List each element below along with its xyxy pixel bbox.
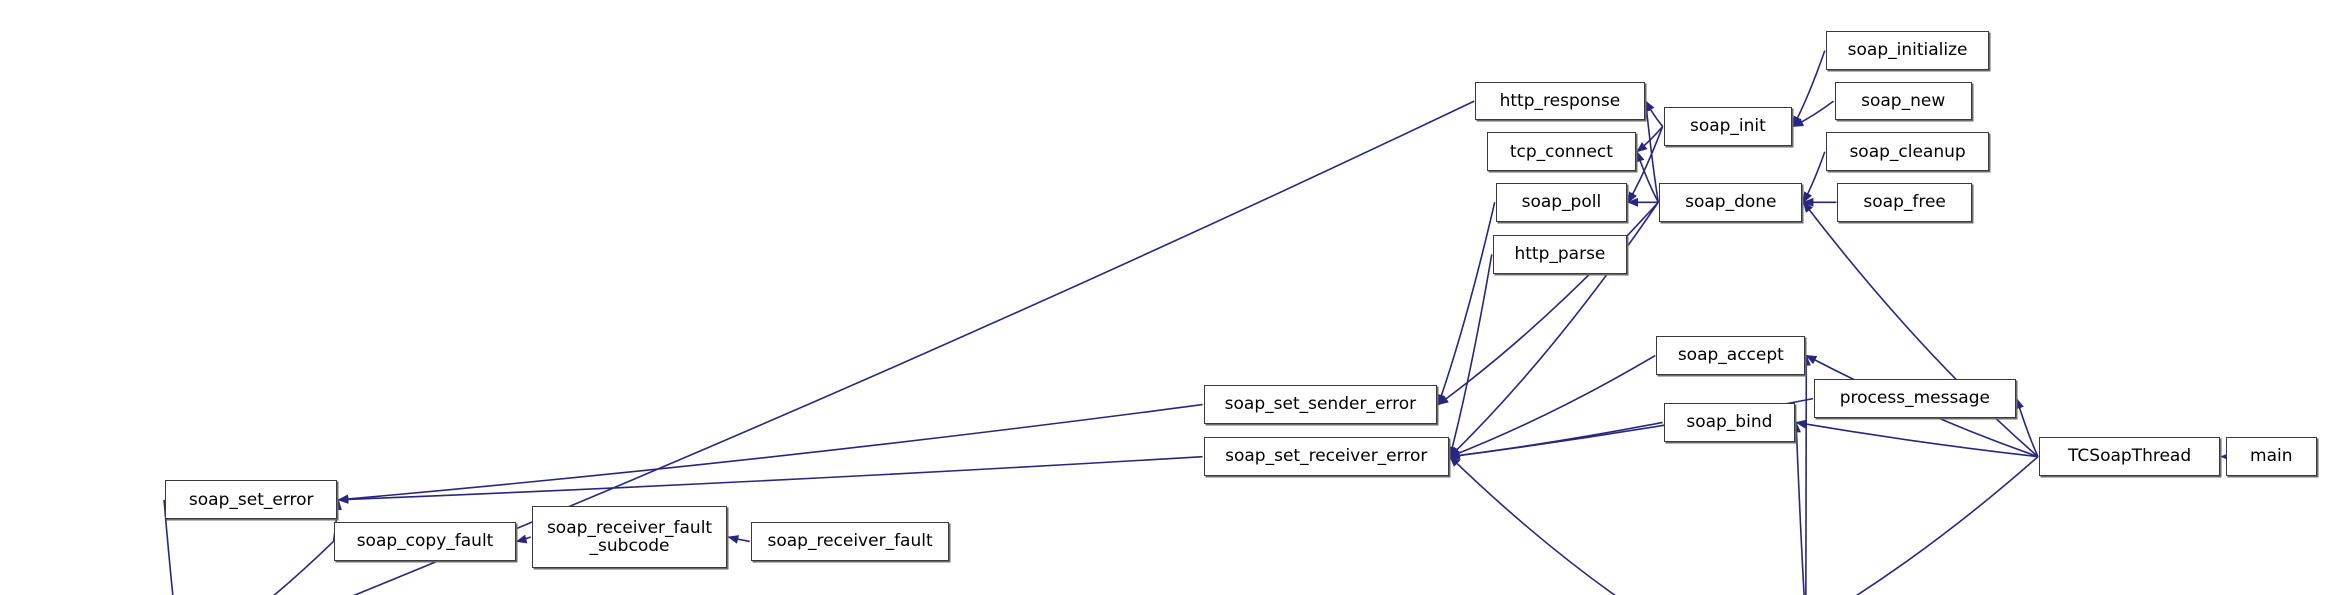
- edge-soap_done-to-soap_set_sender_error: [1437, 201, 1659, 406]
- graph-node-http-parse[interactable]: http_parse: [1492, 235, 1628, 274]
- edge-soap_set_sender_error-to-soap_set_error: [337, 403, 1203, 504]
- edge-soap_copy_fault-to-soap_faultcode: [273, 540, 335, 595]
- edge-soap_serve-to-soap_set_receiver_error: [1449, 455, 1616, 595]
- edge-http_parse-to-soap_set_receiver_error: [1448, 254, 1493, 458]
- graph-node-soap-initialize[interactable]: soap_initialize: [1825, 31, 1990, 70]
- edge-LoginRESTService::Run-to-soap_bind: [1792, 421, 1805, 595]
- graph-node-soap-free[interactable]: soap_free: [1837, 182, 1972, 222]
- edge-TCSoapThread-to-soap_done: [1802, 201, 2039, 458]
- edge-soap_bind-to-soap_set_receiver_error: [1448, 421, 1663, 460]
- graph-node-soap-accept[interactable]: soap_accept: [1656, 336, 1806, 375]
- graph-node-soap-set-sender-error[interactable]: soap_set_sender_error: [1203, 385, 1438, 424]
- graph-node-soap-init[interactable]: soap_init: [1663, 107, 1793, 146]
- graph-node-soap-done[interactable]: soap_done: [1659, 182, 1803, 222]
- edge-soap_init-to-http_response: [1644, 100, 1664, 127]
- graph-node-tcsoapthread[interactable]: TCSoapThread: [2039, 437, 2221, 476]
- graph-node-soap-cleanup[interactable]: soap_cleanup: [1825, 132, 1990, 172]
- graph-node-soap-copy-fault[interactable]: soap_copy_fault: [334, 522, 516, 561]
- graph-node-http-response[interactable]: http_response: [1475, 81, 1645, 121]
- graph-node-process-message[interactable]: process_message: [1814, 379, 2016, 418]
- edge-soap_done-to-tcp_connect: [1635, 150, 1659, 203]
- graph-node-tcp-connect[interactable]: tcp_connect: [1486, 132, 1636, 172]
- graph-node-soap-poll[interactable]: soap_poll: [1495, 182, 1628, 222]
- edge-TCSoapThread-to-soap_bind: [1795, 419, 2039, 458]
- graph-node-soap-receiver-fault-subcode[interactable]: soap_receiver_fault _subcode: [531, 505, 728, 569]
- edge-soap_new-to-soap_init: [1792, 100, 1835, 128]
- edge-LoginRESTService::Run-to-soap_accept: [1801, 354, 1811, 595]
- edge-soap_poll-to-soap_set_sender_error: [1437, 202, 1496, 406]
- graph-node-soap-set-receiver-error[interactable]: soap_set_receiver_error: [1203, 437, 1449, 476]
- edge-soap_set_receiver_error-to-soap_set_error: [337, 455, 1203, 504]
- edge-soap_cleanup-to-soap_done: [1802, 151, 1826, 204]
- graph-node-soap-new[interactable]: soap_new: [1834, 81, 1972, 121]
- edge-soap_done-to-http_response: [1642, 100, 1660, 203]
- graph-node-soap-receiver-fault[interactable]: soap_receiver_fault: [750, 522, 950, 561]
- edge-TCSoapThread-to-soap_serve: [1855, 456, 2039, 595]
- graph-node-soap-bind[interactable]: soap_bind: [1663, 403, 1796, 442]
- edge-TCSoapThread-to-process_message: [2015, 397, 2039, 457]
- graph-node-soap-set-error[interactable]: soap_set_error: [165, 480, 338, 520]
- edge-soap_accept-to-soap_set_receiver_error: [1449, 354, 1656, 458]
- edge-soap_init-to-tcp_connect: [1636, 125, 1664, 153]
- edge-soap_receiver_fault-to-soap_receiver_fault_subcode: [727, 535, 750, 544]
- edge-soap_initialize-to-soap_init: [1792, 50, 1826, 128]
- graph-node-main[interactable]: main: [2225, 437, 2317, 476]
- edge-http_response-to-soap_faultcode: [352, 100, 1475, 595]
- edge-soap_receiver_fault_subcode-to-soap_copy_fault: [515, 534, 531, 544]
